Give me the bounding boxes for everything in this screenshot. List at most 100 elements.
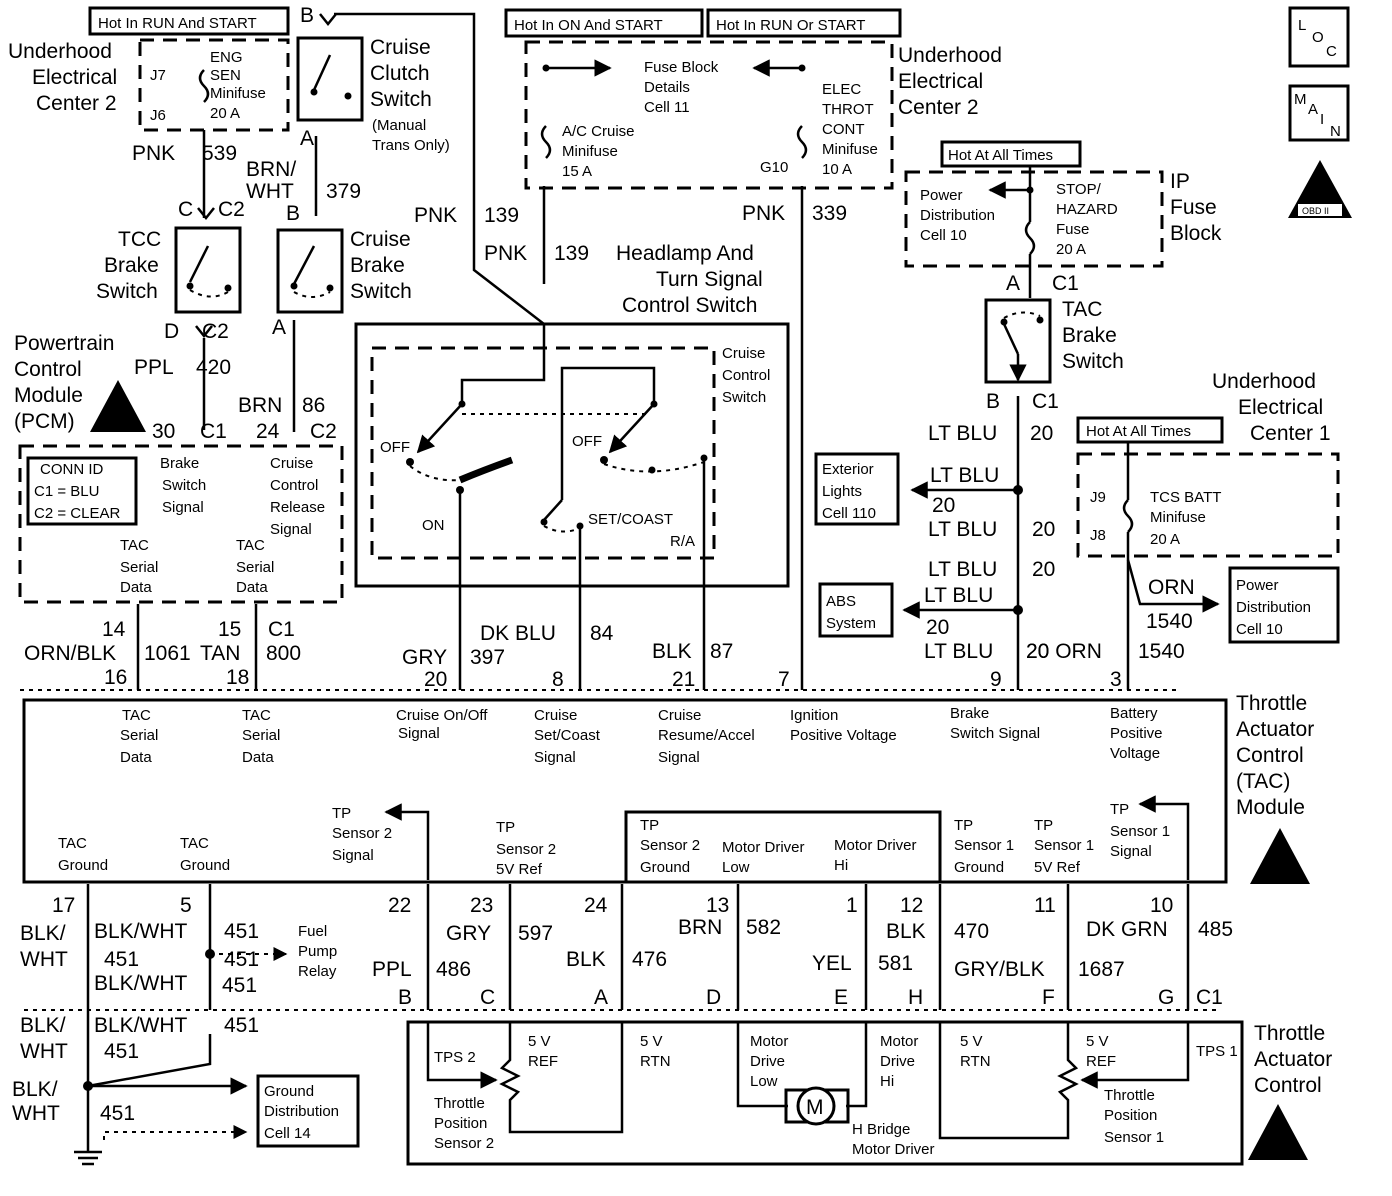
svg-text:Switch Signal: Switch Signal bbox=[950, 725, 1040, 742]
svg-text:IP: IP bbox=[1170, 170, 1190, 193]
svg-text:J6: J6 bbox=[150, 107, 166, 124]
svg-text:TPS 2: TPS 2 bbox=[434, 1049, 476, 1066]
svg-text:G10: G10 bbox=[760, 159, 788, 176]
svg-text:Brake: Brake bbox=[1062, 324, 1117, 347]
svg-text:Details: Details bbox=[644, 79, 690, 96]
svg-text:20 ORN: 20 ORN bbox=[1026, 640, 1102, 663]
svg-text:1540: 1540 bbox=[1138, 640, 1185, 663]
svg-text:Positive Voltage: Positive Voltage bbox=[790, 727, 897, 744]
svg-text:5 V: 5 V bbox=[528, 1033, 551, 1050]
svg-text:Cruise: Cruise bbox=[722, 345, 765, 362]
svg-text:Clutch: Clutch bbox=[370, 62, 430, 85]
svg-text:5 V: 5 V bbox=[960, 1033, 983, 1050]
svg-text:Electrical: Electrical bbox=[898, 70, 983, 93]
svg-text:DK BLU: DK BLU bbox=[480, 622, 556, 645]
svg-text:Center 2: Center 2 bbox=[898, 96, 979, 119]
svg-text:Trans Only): Trans Only) bbox=[372, 137, 450, 154]
tcc-brake-switch: C C2 TCC Brake Switch D C2 bbox=[96, 198, 245, 343]
svg-text:Ground: Ground bbox=[264, 1083, 314, 1100]
svg-text:BLK/: BLK/ bbox=[12, 1078, 58, 1101]
svg-text:LT BLU: LT BLU bbox=[924, 640, 993, 663]
svg-text:Control: Control bbox=[722, 367, 770, 384]
svg-text:Cell 14: Cell 14 bbox=[264, 1125, 311, 1142]
svg-text:CONN ID: CONN ID bbox=[40, 461, 104, 478]
svg-text:Sensor 1: Sensor 1 bbox=[1104, 1129, 1164, 1146]
svg-text:PPL: PPL bbox=[372, 958, 412, 981]
svg-text:M: M bbox=[806, 1096, 824, 1119]
bottom-pin-labels: 22 PPL 486 B 23 GRY 597 C 24 BLK 476 A 1… bbox=[372, 894, 1233, 1009]
svg-text:C2: C2 bbox=[218, 198, 245, 221]
svg-text:Cruise: Cruise bbox=[370, 36, 431, 59]
svg-text:I: I bbox=[1320, 111, 1324, 128]
svg-text:SET/COAST: SET/COAST bbox=[588, 511, 673, 528]
wire-139-number-1: 139 bbox=[484, 204, 519, 227]
wire-139-number-2: 139 bbox=[554, 242, 589, 265]
svg-text:Switch: Switch bbox=[350, 280, 412, 303]
svg-text:WHT: WHT bbox=[20, 1040, 68, 1063]
svg-text:Sensor 1: Sensor 1 bbox=[1110, 823, 1170, 840]
svg-text:REF: REF bbox=[1086, 1053, 1116, 1070]
svg-text:Sensor 2: Sensor 2 bbox=[434, 1135, 494, 1152]
svg-text:20: 20 bbox=[1032, 518, 1055, 541]
svg-text:Sensor 2: Sensor 2 bbox=[332, 825, 392, 842]
svg-text:Signal: Signal bbox=[534, 749, 576, 766]
svg-text:TAC: TAC bbox=[120, 537, 149, 554]
svg-text:TP: TP bbox=[640, 817, 659, 834]
svg-text:Control: Control bbox=[1236, 744, 1304, 767]
abs-system-ref: ABS System bbox=[818, 582, 894, 638]
svg-text:BLK/WHT: BLK/WHT bbox=[94, 920, 188, 943]
svg-text:Minifuse: Minifuse bbox=[210, 85, 266, 102]
exterior-lights-ref: Exterior Lights Cell 110 bbox=[814, 452, 900, 526]
svg-text:20: 20 bbox=[1030, 422, 1053, 445]
pcm-title: Powertrain Control Module (PCM) bbox=[14, 332, 146, 433]
svg-text:Position: Position bbox=[434, 1115, 487, 1132]
svg-text:451: 451 bbox=[224, 1014, 259, 1037]
svg-text:9: 9 bbox=[990, 668, 1002, 691]
svg-text:Low: Low bbox=[722, 859, 750, 876]
loc-badge: L O C bbox=[1288, 6, 1350, 68]
svg-text:C: C bbox=[1326, 43, 1337, 60]
svg-text:8: 8 bbox=[552, 668, 564, 691]
uec2-left-title: Underhood Electrical Center 2 bbox=[8, 40, 117, 115]
svg-text:Hot At All Times: Hot At All Times bbox=[1086, 423, 1191, 440]
svg-text:A: A bbox=[1006, 272, 1020, 295]
obd-ii-badge: OBD II bbox=[1288, 160, 1352, 218]
wire-86-number: 86 bbox=[302, 394, 325, 417]
svg-text:451: 451 bbox=[104, 1040, 139, 1063]
svg-text:WHT: WHT bbox=[12, 1102, 60, 1125]
svg-text:GRY: GRY bbox=[402, 646, 447, 669]
svg-text:Exterior: Exterior bbox=[822, 461, 874, 478]
svg-text:N: N bbox=[1330, 123, 1341, 140]
svg-text:Switch: Switch bbox=[722, 389, 766, 406]
svg-text:Hot In RUN And START: Hot In RUN And START bbox=[98, 15, 257, 32]
svg-text:Module: Module bbox=[1236, 796, 1305, 819]
wire-379-number: 379 bbox=[326, 180, 361, 203]
svg-text:10: 10 bbox=[1150, 894, 1173, 917]
svg-text:Fuse: Fuse bbox=[1170, 196, 1217, 219]
svg-text:J9: J9 bbox=[1090, 489, 1106, 506]
ip-fuse-block: Hot At All Times Power Distribution Cell… bbox=[904, 140, 1222, 298]
svg-text:87: 87 bbox=[710, 640, 733, 663]
svg-text:Throttle: Throttle bbox=[434, 1095, 485, 1112]
svg-text:5 V: 5 V bbox=[640, 1033, 663, 1050]
svg-text:Cell 110: Cell 110 bbox=[822, 505, 876, 522]
svg-text:B: B bbox=[398, 986, 412, 1009]
svg-text:451: 451 bbox=[100, 1102, 135, 1125]
svg-text:Throttle: Throttle bbox=[1104, 1087, 1155, 1104]
svg-text:10 A: 10 A bbox=[822, 161, 852, 178]
uec1-title: Underhood Electrical Center 1 bbox=[1212, 370, 1331, 445]
svg-text:800: 800 bbox=[266, 642, 301, 665]
svg-text:J7: J7 bbox=[150, 67, 166, 84]
svg-text:C1 = BLU: C1 = BLU bbox=[34, 483, 99, 500]
wire-379-color-2: WHT bbox=[246, 180, 294, 203]
svg-text:476: 476 bbox=[632, 948, 667, 971]
svg-text:Brake: Brake bbox=[104, 254, 159, 277]
svg-text:Hi: Hi bbox=[880, 1073, 894, 1090]
lt-blu-circuit: LT BLU 20 LT BLU 20 LT BLU 20 LT BLU 20 … bbox=[902, 396, 1055, 690]
svg-text:TAC: TAC bbox=[1062, 298, 1102, 321]
svg-text:451: 451 bbox=[224, 920, 259, 943]
svg-text:Fuel: Fuel bbox=[298, 923, 327, 940]
svg-text:Voltage: Voltage bbox=[1110, 745, 1160, 762]
svg-text:Pump: Pump bbox=[298, 943, 337, 960]
svg-text:H: H bbox=[908, 986, 923, 1009]
